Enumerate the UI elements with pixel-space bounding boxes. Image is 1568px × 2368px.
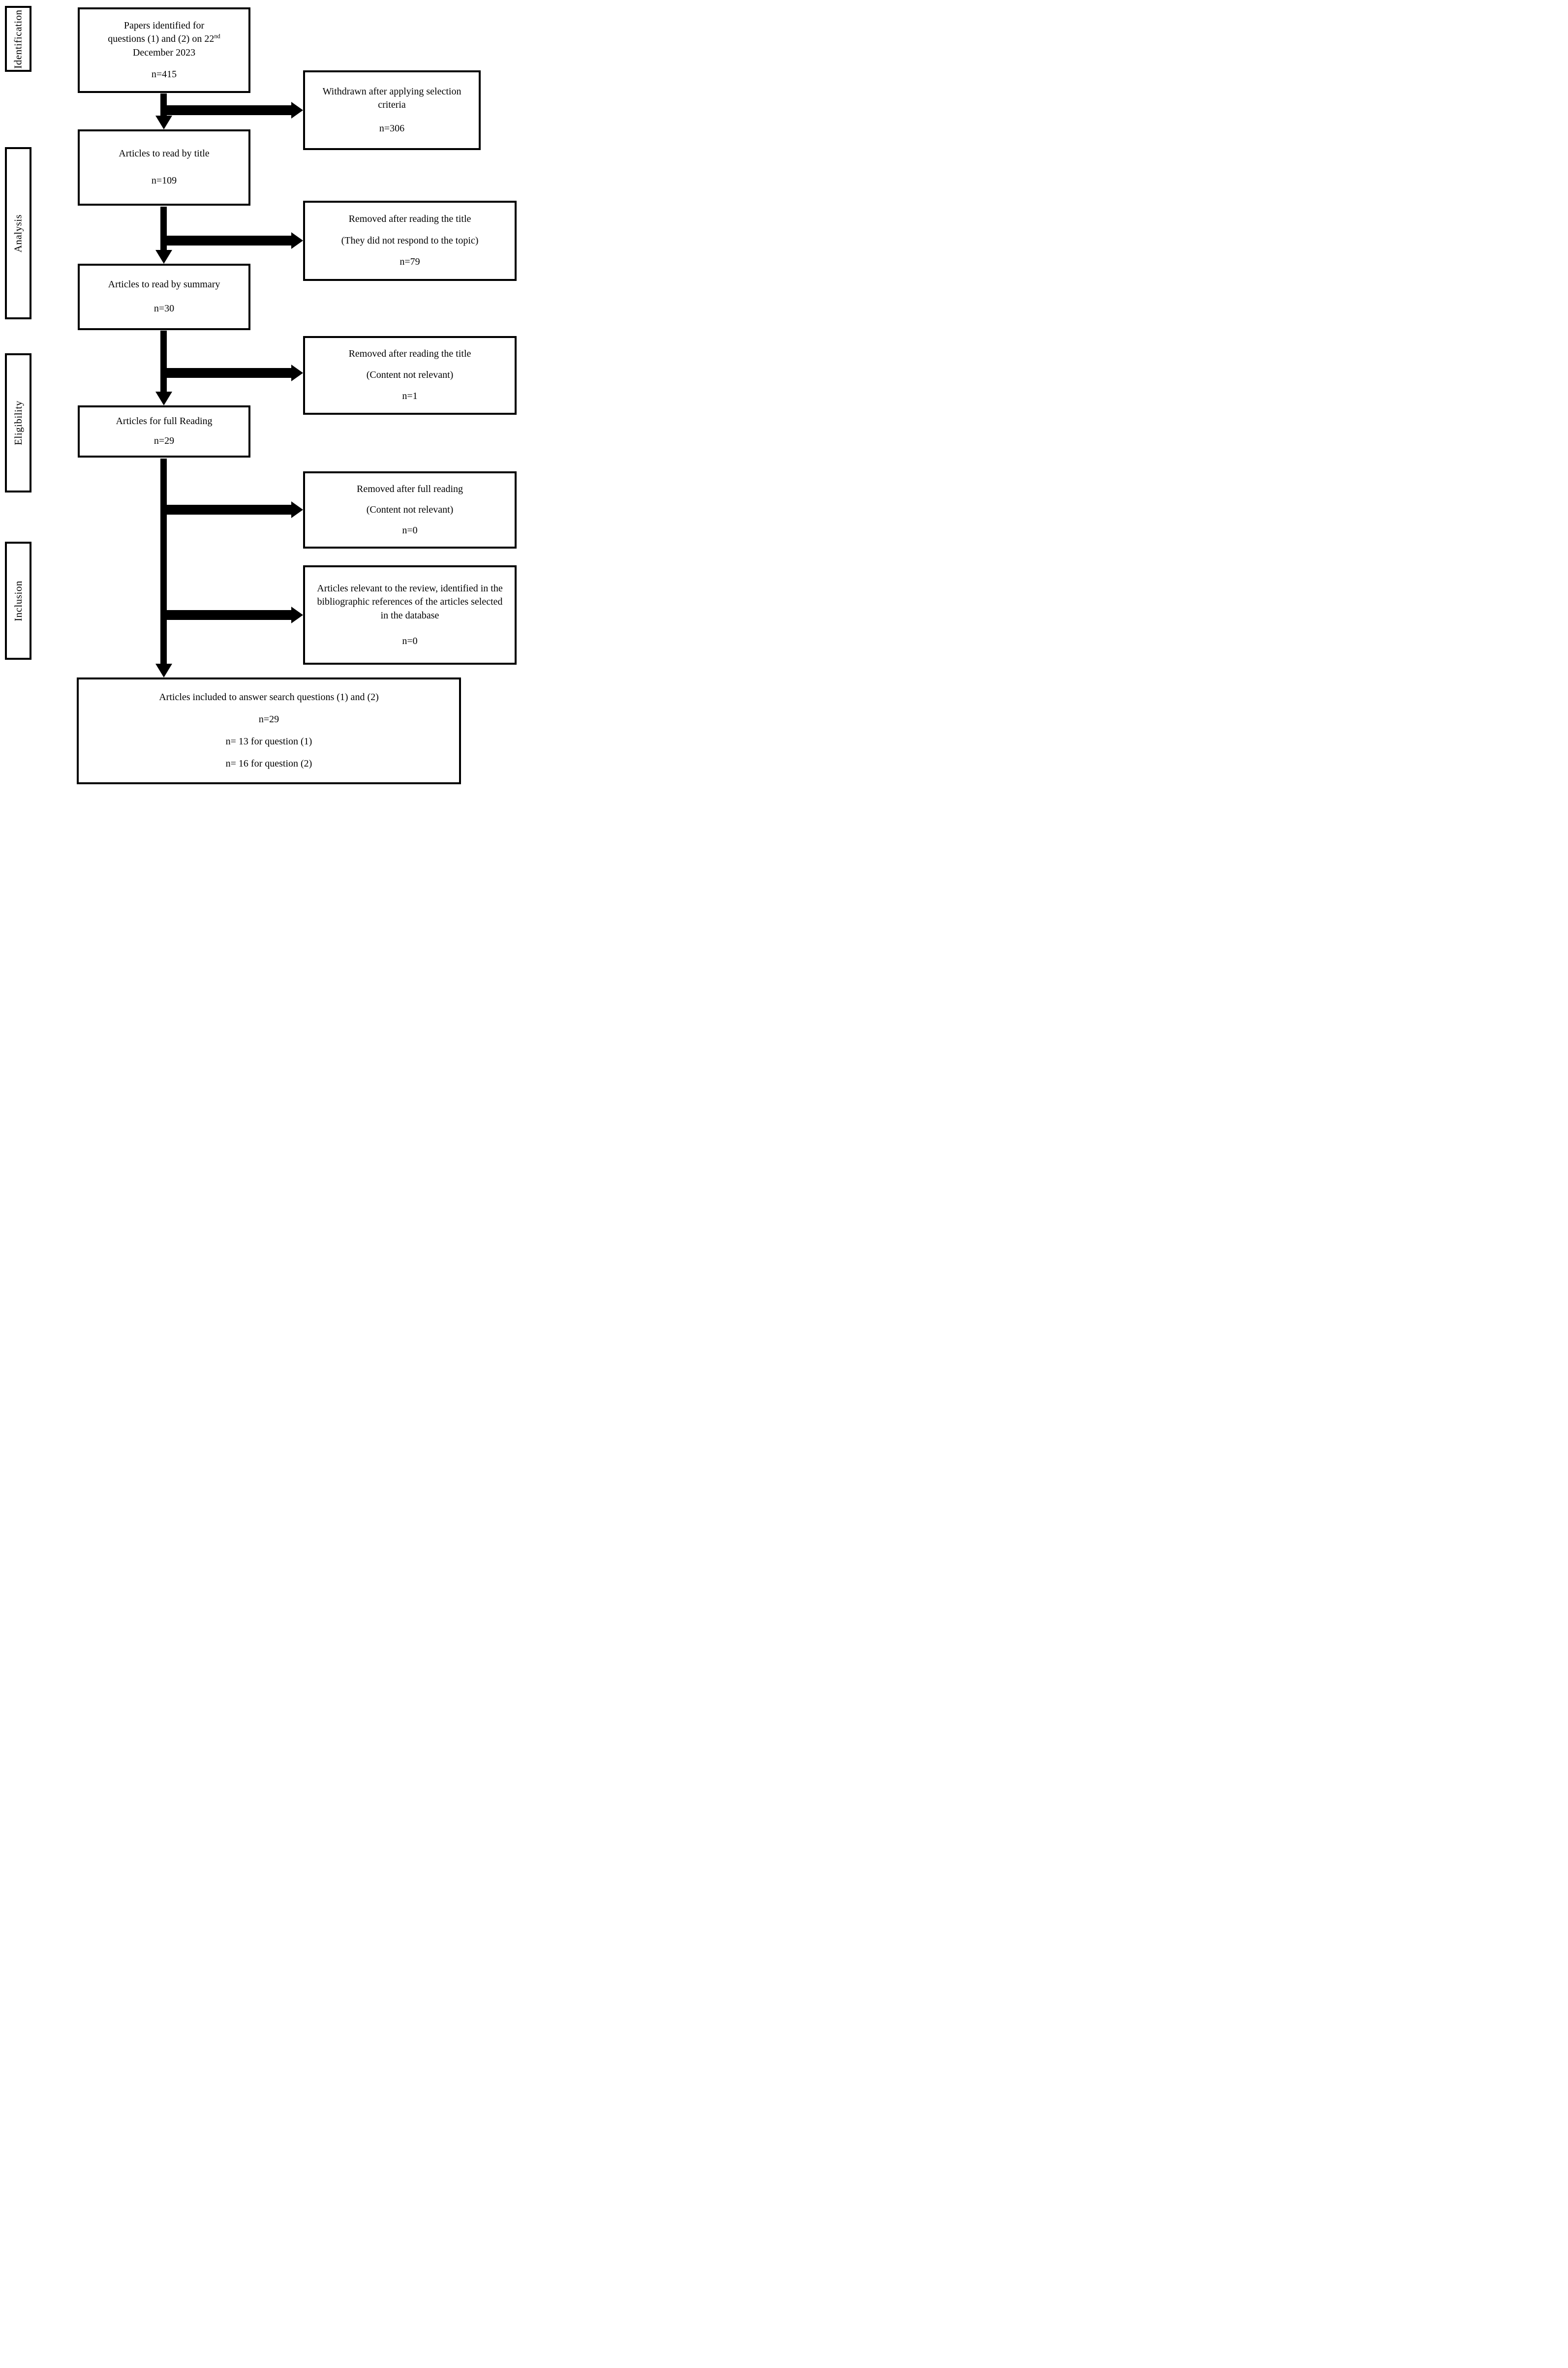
articles-full-reading-count: n=29 <box>154 435 175 447</box>
box-removed-title-topic: Removed after reading the title (They di… <box>303 201 517 281</box>
bibliographic-articles-count: n=0 <box>402 635 418 646</box>
articles-included-count-q1: n= 13 for question (1) <box>225 736 312 747</box>
stage-box-analysis: Analysis <box>5 147 31 319</box>
articles-by-title-count: n=109 <box>151 175 177 186</box>
withdrawn-count: n=306 <box>379 123 405 134</box>
arrow-identified-to-title-head <box>155 116 172 129</box>
removed-title-topic-count: n=79 <box>400 256 420 268</box>
arrow-branch-removed-title-relevance-bar <box>160 368 291 378</box>
stage-label-eligibility: Eligibility <box>12 400 24 445</box>
prisma-flow-diagram: Identification Analysis Eligibility Incl… <box>0 0 523 789</box>
box-papers-identified-text: Papers identified for questions (1) and … <box>108 19 220 60</box>
box-removed-title-relevance: Removed after reading the title (Content… <box>303 336 517 415</box>
box-articles-by-title: Articles to read by title n=109 <box>78 129 250 206</box>
box-bibliographic-articles: Articles relevant to the review, identif… <box>303 565 517 665</box>
stage-label-inclusion: Inclusion <box>12 580 24 621</box>
arrow-summary-to-full-reading-stem <box>160 331 167 392</box>
articles-included-count-total: n=29 <box>258 714 279 725</box>
withdrawn-label: Withdrawn after applying selection crite… <box>322 86 461 111</box>
bibliographic-articles-label: Articles relevant to the review, identif… <box>317 583 503 621</box>
articles-by-title-label: Articles to read by title <box>119 148 210 159</box>
arrow-branch-removed-full-reading-head <box>291 501 303 518</box>
box-articles-by-summary: Articles to read by summary n=30 <box>78 264 250 330</box>
removed-title-topic-reason: (They did not respond to the topic) <box>341 235 479 246</box>
arrow-branch-removed-title-topic-bar <box>160 236 291 246</box>
arrow-branch-removed-full-reading-bar <box>160 505 291 515</box>
articles-full-reading-label: Articles for full Reading <box>116 415 213 427</box>
removed-title-relevance-reason: (Content not relevant) <box>366 369 454 381</box>
stage-box-eligibility: Eligibility <box>5 353 31 492</box>
box-articles-full-reading: Articles for full Reading n=29 <box>78 405 250 458</box>
articles-included-count-q2: n= 16 for question (2) <box>225 758 312 769</box>
arrow-title-to-summary-head <box>155 250 172 264</box>
stage-label-identification: Identification <box>12 9 24 69</box>
papers-identified-line3: December 2023 <box>132 47 196 59</box>
articles-by-summary-label: Articles to read by summary <box>108 279 220 290</box>
removed-title-relevance-count: n=1 <box>402 391 418 402</box>
removed-full-reading-label: Removed after full reading <box>356 483 463 494</box>
box-articles-included: Articles included to answer search quest… <box>77 677 461 784</box>
box-withdrawn: Withdrawn after applying selection crite… <box>303 70 481 150</box>
box-removed-full-reading: Removed after full reading (Content not … <box>303 471 517 549</box>
arrow-branch-bibliographic-bar <box>160 610 291 620</box>
arrow-branch-removed-title-relevance-head <box>291 365 303 381</box>
stage-box-inclusion: Inclusion <box>5 542 31 660</box>
box-papers-identified: Papers identified for questions (1) and … <box>78 7 250 93</box>
papers-identified-count: n=415 <box>151 68 177 80</box>
articles-by-summary-count: n=30 <box>154 303 175 314</box>
removed-full-reading-count: n=0 <box>402 524 418 536</box>
papers-identified-ordinal-suffix: nd <box>214 32 220 40</box>
arrow-summary-to-full-reading-head <box>155 392 172 405</box>
arrow-branch-bibliographic-head <box>291 607 303 623</box>
articles-included-label: Articles included to answer search quest… <box>159 692 379 703</box>
stage-box-identification: Identification <box>5 6 31 72</box>
papers-identified-line2: questions (1) and (2) on 22 <box>108 33 215 45</box>
removed-full-reading-reason: (Content not relevant) <box>366 504 454 515</box>
arrow-full-reading-to-included-head <box>155 664 172 677</box>
papers-identified-line1: Papers identified for <box>123 20 205 31</box>
arrow-branch-withdrawn-head <box>291 102 303 119</box>
removed-title-topic-label: Removed after reading the title <box>348 214 471 225</box>
arrow-branch-withdrawn-bar <box>160 105 291 115</box>
arrow-full-reading-to-included-stem <box>160 459 167 664</box>
stage-label-analysis: Analysis <box>12 214 24 252</box>
removed-title-relevance-label: Removed after reading the title <box>348 348 471 360</box>
arrow-branch-removed-title-topic-head <box>291 232 303 249</box>
